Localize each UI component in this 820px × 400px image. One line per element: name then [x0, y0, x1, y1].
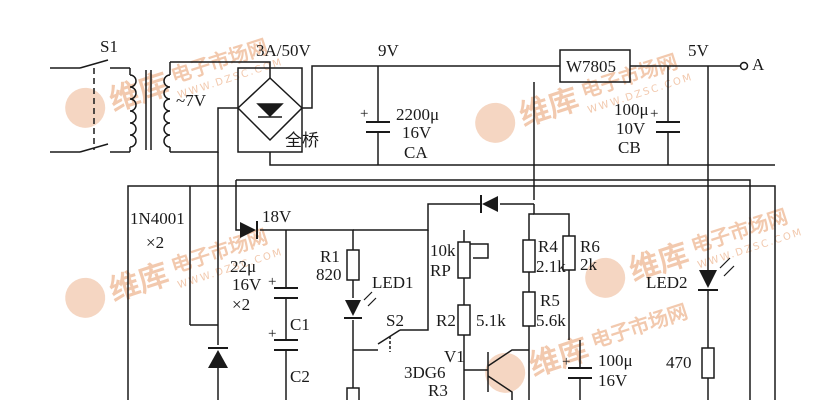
- resistor-r2: [457, 304, 471, 336]
- label-c3-voltage: 16V: [598, 371, 628, 390]
- label-r2-value: 5.1k: [476, 311, 506, 330]
- label-r6-value: 2k: [580, 255, 598, 274]
- label-v1: V1: [444, 347, 465, 366]
- potentiometer-rp: [457, 241, 471, 279]
- watermark-brand: 维库: [105, 257, 173, 309]
- wires: [50, 49, 776, 400]
- label-rp-name: RP: [430, 261, 451, 280]
- label-bridge-name: 全桥: [285, 131, 319, 150]
- label-cb-value: 100μ: [614, 100, 649, 119]
- label-c2: C2: [290, 367, 310, 386]
- label-bridge-rating: 3A/50V: [256, 41, 312, 60]
- label-r4-name: R4: [538, 237, 558, 256]
- label-5v: 5V: [688, 41, 710, 60]
- label-c1c2-count: ×2: [232, 295, 250, 314]
- label-ca-voltage: 16V: [402, 123, 432, 142]
- label-cb-name: CB: [618, 138, 641, 157]
- resistor-r6: [562, 235, 576, 271]
- label-c1: C1: [290, 315, 310, 334]
- label-s1: S1: [100, 37, 118, 56]
- svg-text:+: +: [268, 326, 276, 342]
- capacitor-cb: +: [650, 106, 680, 133]
- label-r1-value: 820: [316, 265, 342, 284]
- labels: S1 ~7V 3A/50V 全桥 9V 2200μ 16V CA W7805 5…: [100, 37, 765, 400]
- svg-text:+: +: [268, 274, 276, 290]
- label-r-led2-value: 470: [666, 353, 692, 372]
- watermark-logo-icon: [485, 352, 526, 393]
- watermark-logo-icon: [65, 87, 106, 128]
- resistor-r1: [346, 249, 360, 281]
- resistor-r4: [522, 239, 536, 273]
- label-cb-voltage: 10V: [616, 119, 646, 138]
- svg-text:+: +: [650, 106, 658, 122]
- watermark-4: 维库 电子市场网 WWW.DZSC.COM: [585, 204, 805, 298]
- resistor-r5: [522, 291, 536, 327]
- watermark-logo-icon: [585, 257, 626, 298]
- capacitor-c2: +: [268, 326, 298, 351]
- svg-text:+: +: [562, 354, 570, 370]
- label-ca-value: 2200μ: [396, 105, 439, 124]
- capacitor-ca: +: [360, 106, 390, 133]
- watermark-logo-icon: [65, 277, 106, 318]
- label-ca-name: CA: [404, 143, 428, 162]
- label-r3-name: R3: [428, 381, 448, 400]
- label-r6-name: R6: [580, 237, 600, 256]
- label-led2: LED2: [646, 273, 688, 292]
- label-output-a: A: [752, 55, 765, 74]
- label-r5-value: 5.6k: [536, 311, 566, 330]
- label-r4-value: 2.1k: [536, 257, 566, 276]
- diode-feedback: [480, 195, 498, 213]
- label-s2: S2: [386, 311, 404, 330]
- label-rp-value: 10k: [430, 241, 456, 260]
- label-18v: 18V: [262, 207, 292, 226]
- label-r1-name: R1: [320, 247, 340, 266]
- watermark-logo-icon: [475, 102, 516, 143]
- watermark-5: 维库 电子市场网: [485, 299, 691, 393]
- output-terminal-a: [739, 61, 749, 71]
- watermark-brand: 维库: [515, 82, 583, 134]
- label-c3-value: 100μ: [598, 351, 633, 370]
- label-9v: 9V: [378, 41, 400, 60]
- led2: [698, 257, 735, 291]
- watermark-title: 电子市场网: [588, 299, 691, 353]
- led1: [344, 291, 377, 319]
- label-transistor: 3DG6: [404, 363, 446, 382]
- bridge-rectifier: [236, 76, 304, 142]
- power-switch-s1: [50, 59, 130, 153]
- diode-18v: [240, 221, 258, 239]
- label-diode-type: 1N4001: [130, 209, 185, 228]
- label-led1: LED1: [372, 273, 414, 292]
- label-c1c2-value: 22μ: [230, 257, 256, 276]
- watermark-brand: 维库: [525, 332, 593, 384]
- capacitor-c1: +: [268, 274, 298, 299]
- label-transformer-secondary: ~7V: [176, 91, 207, 110]
- label-diode-count: ×2: [146, 233, 164, 252]
- transformer: [129, 62, 171, 152]
- label-c1c2-voltage: 16V: [232, 275, 262, 294]
- components: + + +: [208, 61, 749, 400]
- diode-lower: [208, 347, 228, 368]
- label-r5-name: R5: [540, 291, 560, 310]
- watermark-brand: 维库: [105, 67, 173, 119]
- resistor-led2: [701, 347, 715, 379]
- svg-text:+: +: [360, 106, 368, 122]
- label-r2-name: R2: [436, 311, 456, 330]
- resistor-r3: [346, 387, 360, 400]
- label-regulator: W7805: [566, 57, 616, 76]
- capacitor-c3: +: [562, 354, 592, 379]
